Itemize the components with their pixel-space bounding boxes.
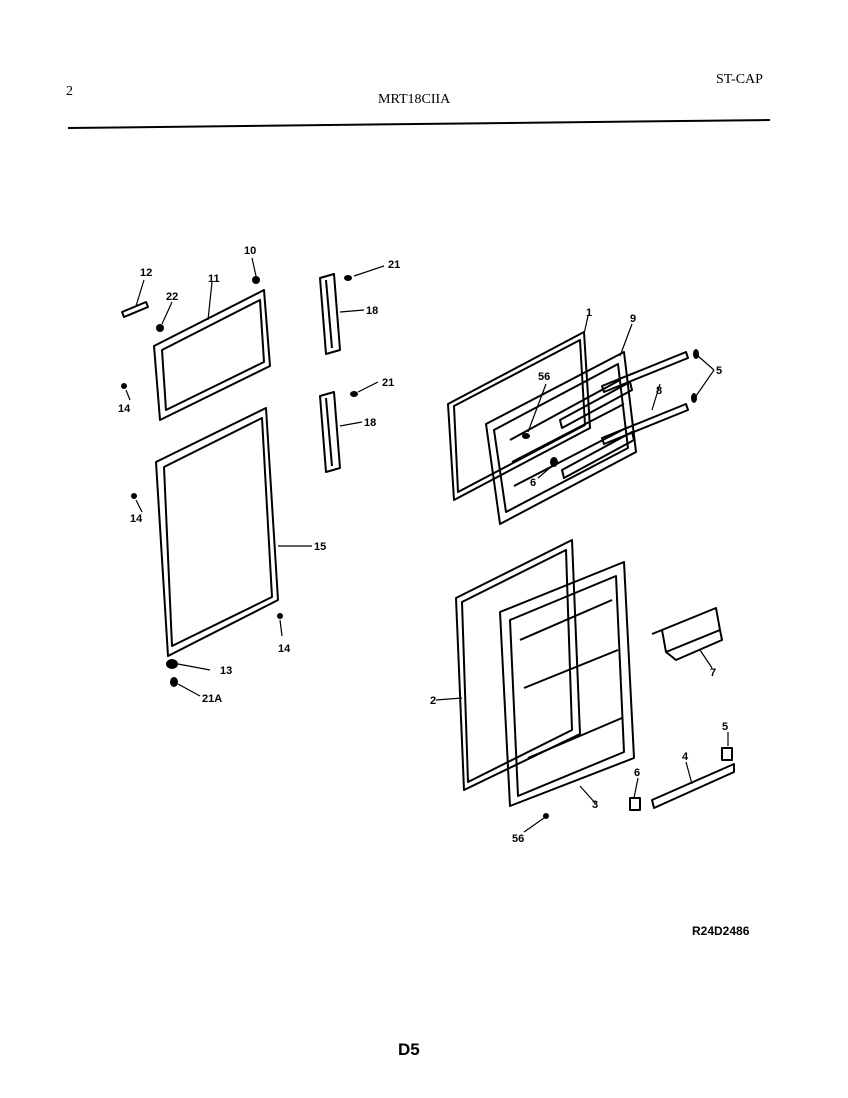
part-5-shelf-support [721,747,733,761]
callout-11: 11 [208,273,220,285]
page-code: D5 [398,1040,420,1059]
callout-56-upper: 56 [538,371,550,383]
part-10-screw [252,276,260,284]
callout-5-upper: 5 [716,365,722,377]
part-15-food-door-frame [155,407,279,657]
callout-15: 15 [314,541,326,553]
header-rule [67,119,771,129]
part-5-support-upper-b [691,393,697,403]
part-21-screw-lower [350,391,358,397]
callout-7: 7 [710,667,716,679]
part-8-freezer-shelf-bars [601,351,689,445]
drawing-number: R24D2486 [692,924,750,938]
callout-9: 9 [630,313,636,325]
callout-8: 8 [656,385,662,397]
part-14-screw-lower [277,613,283,619]
callout-14-upper: 14 [118,403,131,415]
callout-21A: 21A [202,693,222,705]
part-14-screw-middle [131,493,137,499]
callout-10: 10 [244,245,256,257]
model-number: MRT18CIIA [378,92,451,107]
part-11-freezer-door-frame [153,289,271,421]
part-14-screw-upper [121,383,127,389]
callout-4: 4 [682,751,689,763]
part-3-food-door-liner [499,561,635,807]
callout-14-middle: 14 [130,513,143,525]
callout-3: 3 [592,799,598,811]
part-56-plug-lower [543,813,549,819]
callout-18-lower: 18 [364,417,376,429]
callout-6-lower: 6 [634,767,640,779]
catalog-code: ST-CAP [716,72,763,87]
callout-2: 2 [430,695,436,707]
callout-21-lower: 21 [382,377,394,389]
callout-18-upper: 18 [366,305,378,317]
callout-1: 1 [586,307,592,319]
part-2-food-door-gasket [455,539,581,791]
callout-5-lower: 5 [722,721,728,733]
callout-13: 13 [220,665,232,677]
callout-12: 12 [140,267,152,279]
page-number: 2 [66,84,73,99]
callout-22: 22 [166,291,178,303]
part-18-lower-hinge-cover [319,391,341,473]
callout-21-upper: 21 [388,259,400,271]
part-21-screw-upper [344,275,352,281]
part-6-shelf-end-cap [629,797,641,811]
part-7-dairy-door-bin [651,607,723,661]
part-9-freezer-door-liner [485,351,637,525]
part-6-end-cap-upper [550,457,558,467]
part-13-hinge-bushing [166,659,178,669]
part-18-upper-hinge-cover [319,273,341,355]
part-5-support-upper-a [693,349,699,359]
part-4-door-shelf-bar [651,763,735,809]
part-22-screw [156,324,164,332]
part-12-trim-strip [121,301,149,318]
callout-6-upper: 6 [530,477,536,489]
part-56-plug-upper [522,433,530,439]
callout-56-lower: 56 [512,833,524,845]
part-21A-screw [170,677,178,687]
callout-14-lower: 14 [278,643,291,655]
